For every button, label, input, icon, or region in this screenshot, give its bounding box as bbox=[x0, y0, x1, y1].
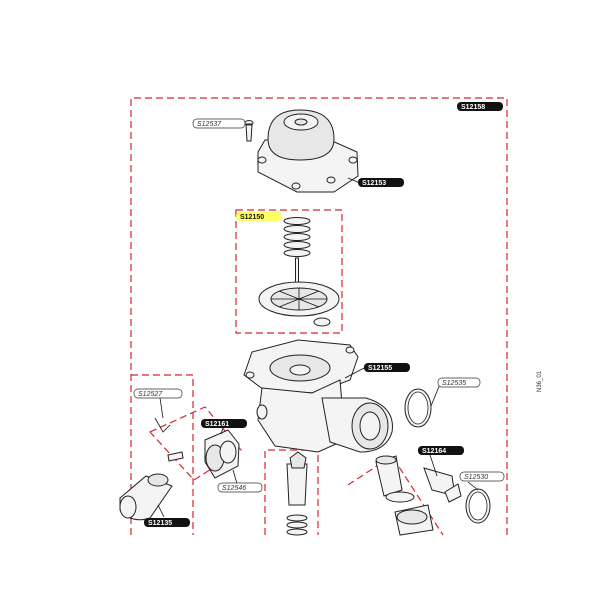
o-ring-small bbox=[465, 488, 491, 524]
label-text: S12164 bbox=[422, 448, 446, 455]
main-body bbox=[243, 339, 393, 453]
label-text: S12535 bbox=[442, 380, 466, 387]
label-s12161: S12161 bbox=[201, 419, 247, 428]
boundary-diaphragm-kit bbox=[235, 209, 343, 334]
boundary-piston-kit bbox=[264, 449, 319, 535]
clip bbox=[154, 417, 171, 433]
label-text: S12153 bbox=[362, 180, 386, 187]
label-text: S12155 bbox=[368, 365, 392, 372]
label-text: S12530 bbox=[464, 474, 488, 481]
diaphragm bbox=[258, 281, 340, 327]
label-s12135: S12135 bbox=[144, 518, 190, 527]
label-s12535: S12535 bbox=[437, 377, 481, 388]
label-text: S12135 bbox=[148, 520, 172, 527]
label-s12537: S12537 bbox=[192, 118, 246, 129]
label-s12527: S12527 bbox=[133, 388, 183, 399]
valve-block bbox=[204, 429, 240, 479]
label-s12155: S12155 bbox=[364, 363, 410, 372]
sleeve bbox=[119, 473, 173, 521]
piston bbox=[286, 451, 308, 536]
label-s12530: S12530 bbox=[459, 471, 505, 482]
top-cover bbox=[257, 109, 359, 193]
label-s12153: S12153 bbox=[358, 178, 404, 187]
spring bbox=[283, 217, 311, 285]
threaded-pin bbox=[423, 467, 462, 503]
label-text: S12546 bbox=[222, 485, 246, 492]
label-text: S12150 bbox=[240, 214, 264, 221]
outlet-fitting bbox=[394, 504, 434, 536]
valve-screw bbox=[167, 451, 184, 462]
label-s12150: S12150 bbox=[236, 212, 282, 221]
outlet-cylinder bbox=[375, 455, 415, 503]
label-text: S12158 bbox=[461, 104, 485, 111]
label-text: S12537 bbox=[197, 121, 222, 128]
boundary-valve-kit bbox=[148, 406, 242, 481]
label-s12546: S12546 bbox=[217, 482, 263, 493]
screw bbox=[244, 120, 254, 142]
label-s12158: S12158 bbox=[457, 102, 503, 111]
label-text: S12527 bbox=[138, 391, 163, 398]
side-note: N36_01 bbox=[537, 370, 543, 392]
o-ring-large bbox=[404, 388, 432, 428]
boundary-left-kit bbox=[131, 374, 194, 535]
label-text: S12161 bbox=[205, 421, 229, 428]
label-s12164: S12164 bbox=[418, 446, 464, 455]
